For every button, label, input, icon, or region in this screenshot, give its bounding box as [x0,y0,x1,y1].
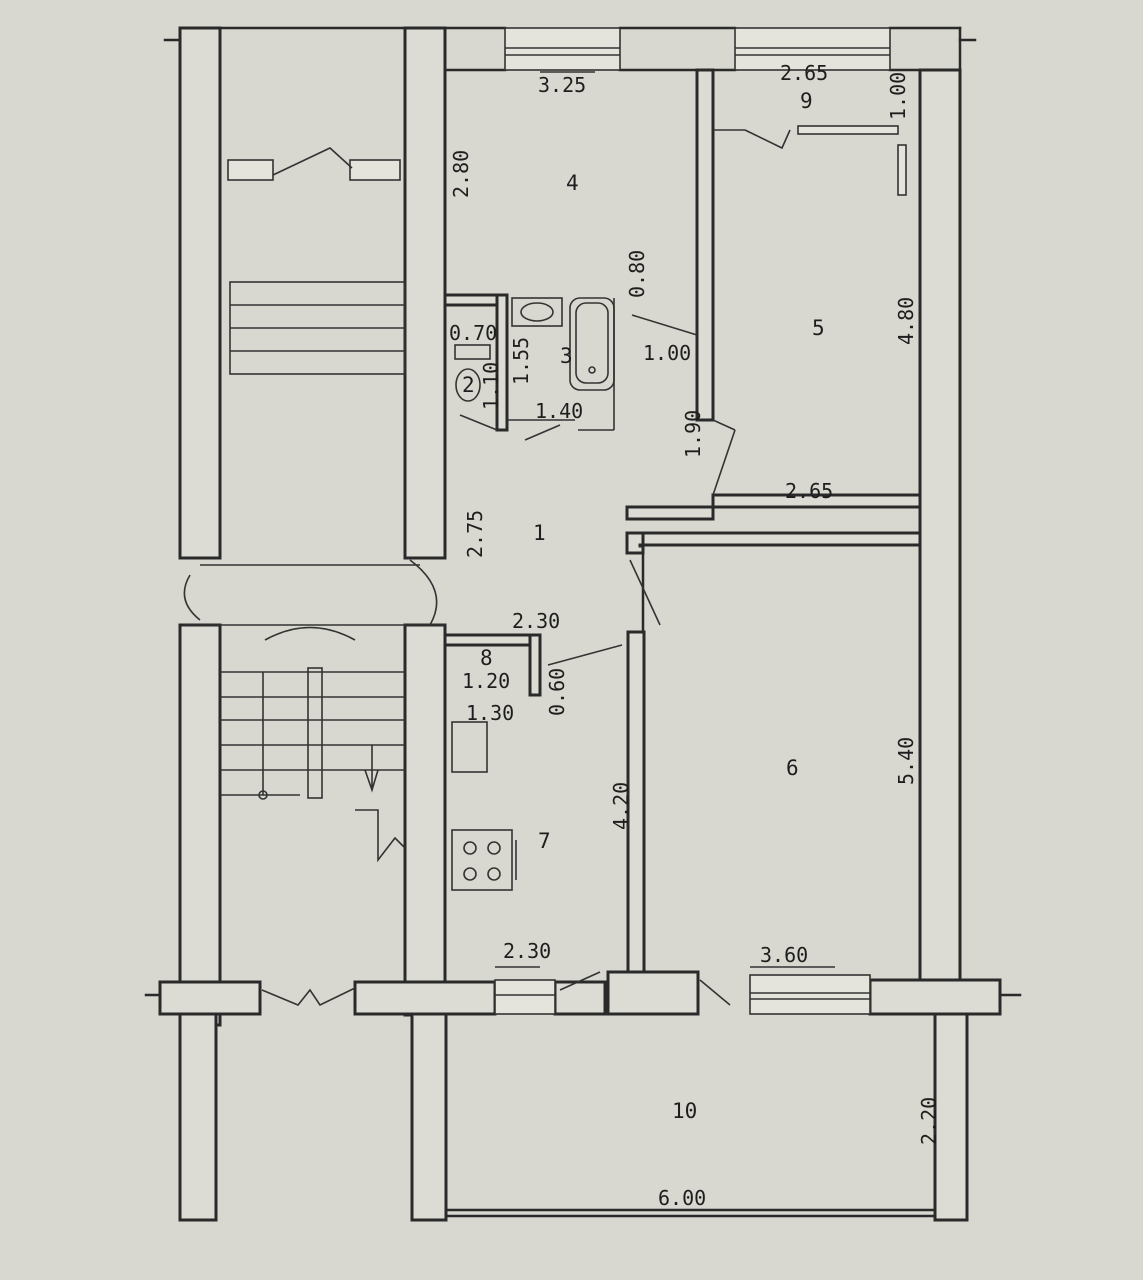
dim-r3-door: 0.80 [625,250,649,298]
dim-r4-height: 2.80 [449,150,473,198]
room-1-label: 1 [533,521,546,545]
dim-r7-top: 1.30 [466,701,514,725]
room-numbers: 1 2 3 4 5 6 7 8 9 10 [462,89,825,1123]
dim-r4-width: 3.25 [538,73,586,97]
dim-r1-width: 2.30 [512,609,560,633]
room-9-label: 9 [800,89,813,113]
room-3-label: 3 [560,344,573,368]
dim-r10-height: 2.20 [917,1097,941,1145]
balcony-walls [144,970,1022,1222]
room-10-label: 10 [672,1099,697,1123]
dim-r1-height: 2.75 [463,510,487,558]
dim-corr-vert: 1.90 [681,410,705,458]
dim-r7-width: 2.30 [503,939,551,963]
dim-r2-height: 1.10 [479,362,503,410]
doors-upper-right [712,125,907,496]
dim-r6-height: 5.40 [894,737,918,785]
dim-r5-height: 4.80 [894,297,918,345]
room-5-label: 5 [812,316,825,340]
interior-walls [443,68,922,974]
stairwell-upper [227,147,406,375]
dim-r10-width: 6.00 [658,1186,706,1210]
dim-r9-width: 2.65 [780,61,828,85]
dim-r6-width: 3.60 [760,943,808,967]
room-4-label: 4 [566,171,579,195]
bathroom-fixtures [454,297,698,441]
dim-r3-height: 1.55 [509,337,533,385]
dim-r5-width: 2.65 [785,479,833,503]
dim-r8-width: 1.20 [462,669,510,693]
room-7-label: 7 [538,829,551,853]
top-windows [504,27,891,71]
dim-r2-width: 0.70 [449,321,497,345]
room-2-label: 2 [462,373,475,397]
room-8-label: 8 [480,646,493,670]
dim-corr-upper: 1.00 [643,341,691,365]
dim-r8-height: 0.60 [545,668,569,716]
room-6-label: 6 [786,756,799,780]
kitchen-fixtures [451,721,835,968]
hall-doors [261,559,731,1007]
dim-r7-height: 4.20 [609,782,633,830]
dimension-labels: 3.25 2.80 2.65 1.00 0.80 0.70 1.10 1.55 … [449,61,941,1210]
dim-r3-width: 1.40 [535,399,583,423]
dim-r9-height: 1.00 [886,72,910,120]
stairwell-lower [183,559,445,863]
